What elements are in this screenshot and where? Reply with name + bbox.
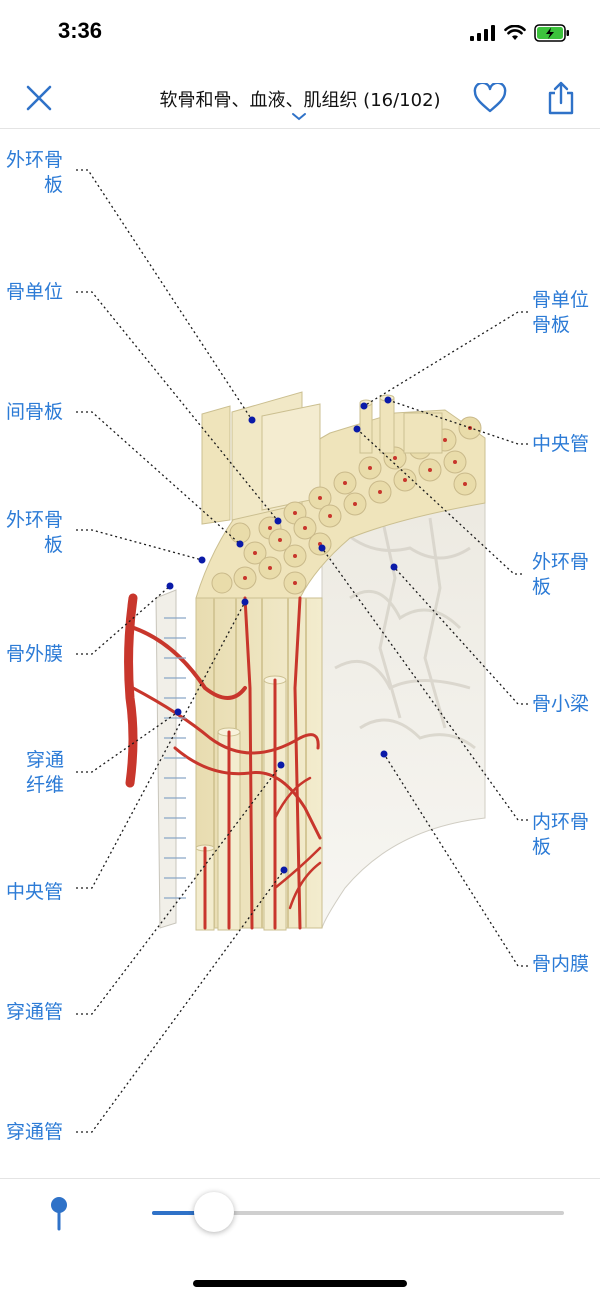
favorite-button[interactable] xyxy=(470,78,510,118)
nav-bar: 软骨和骨、血液、肌组织 (16/102) xyxy=(0,66,600,129)
battery-charging-icon xyxy=(534,24,569,42)
label-perforating-fibers[interactable]: 穿通 纤维 xyxy=(26,749,65,796)
label-central-canal-left[interactable]: 中央管 xyxy=(6,881,64,903)
label-outer-lamellae-1[interactable]: 外环骨 板 xyxy=(6,149,64,196)
home-indicator xyxy=(193,1280,407,1287)
status-bar: 3:36 xyxy=(0,0,600,66)
wifi-icon xyxy=(504,25,526,40)
label-osteon[interactable]: 骨单位 xyxy=(6,281,64,303)
label-inner-lamellae[interactable]: 内环骨 板 xyxy=(532,811,590,858)
label-opacity-slider[interactable] xyxy=(152,1192,564,1232)
label-perforating-canal-2[interactable]: 穿通管 xyxy=(6,1121,64,1143)
label-perforating-canal-1[interactable]: 穿通管 xyxy=(6,1001,64,1023)
status-icons xyxy=(470,22,570,44)
close-button[interactable] xyxy=(19,78,59,118)
chevron-down-icon[interactable] xyxy=(291,112,307,122)
share-button[interactable] xyxy=(541,78,581,118)
label-periosteum[interactable]: 骨外膜 xyxy=(6,643,64,665)
status-time: 3:36 xyxy=(58,18,103,43)
bone-illustration xyxy=(124,391,486,931)
slider-thumb[interactable] xyxy=(193,1192,234,1232)
diagram-area: 外环骨 板 骨单位 间骨板 外环骨 板 骨外膜 穿通 纤维 中央管 穿通管 穿通… xyxy=(0,128,600,1178)
share-icon xyxy=(548,81,574,115)
bottom-toolbar xyxy=(0,1178,600,1300)
pin-icon[interactable] xyxy=(44,1195,74,1231)
label-endosteum[interactable]: 骨内膜 xyxy=(532,953,590,975)
signal-icon xyxy=(470,25,495,41)
label-interstitial-lamellae[interactable]: 间骨板 xyxy=(6,401,64,423)
page-title[interactable]: 软骨和骨、血液、肌组织 (16/102) xyxy=(159,90,441,111)
label-osteon-lamellae[interactable]: 骨单位 骨板 xyxy=(532,289,590,336)
close-icon xyxy=(26,85,52,111)
heart-icon xyxy=(473,83,507,113)
label-trabecula[interactable]: 骨小梁 xyxy=(532,693,590,715)
label-outer-lamellae-2[interactable]: 外环骨 板 xyxy=(6,509,64,556)
label-outer-lamellae-3[interactable]: 外环骨 板 xyxy=(532,551,590,598)
slider-fill xyxy=(152,1211,214,1215)
label-central-canal-right[interactable]: 中央管 xyxy=(532,433,590,455)
